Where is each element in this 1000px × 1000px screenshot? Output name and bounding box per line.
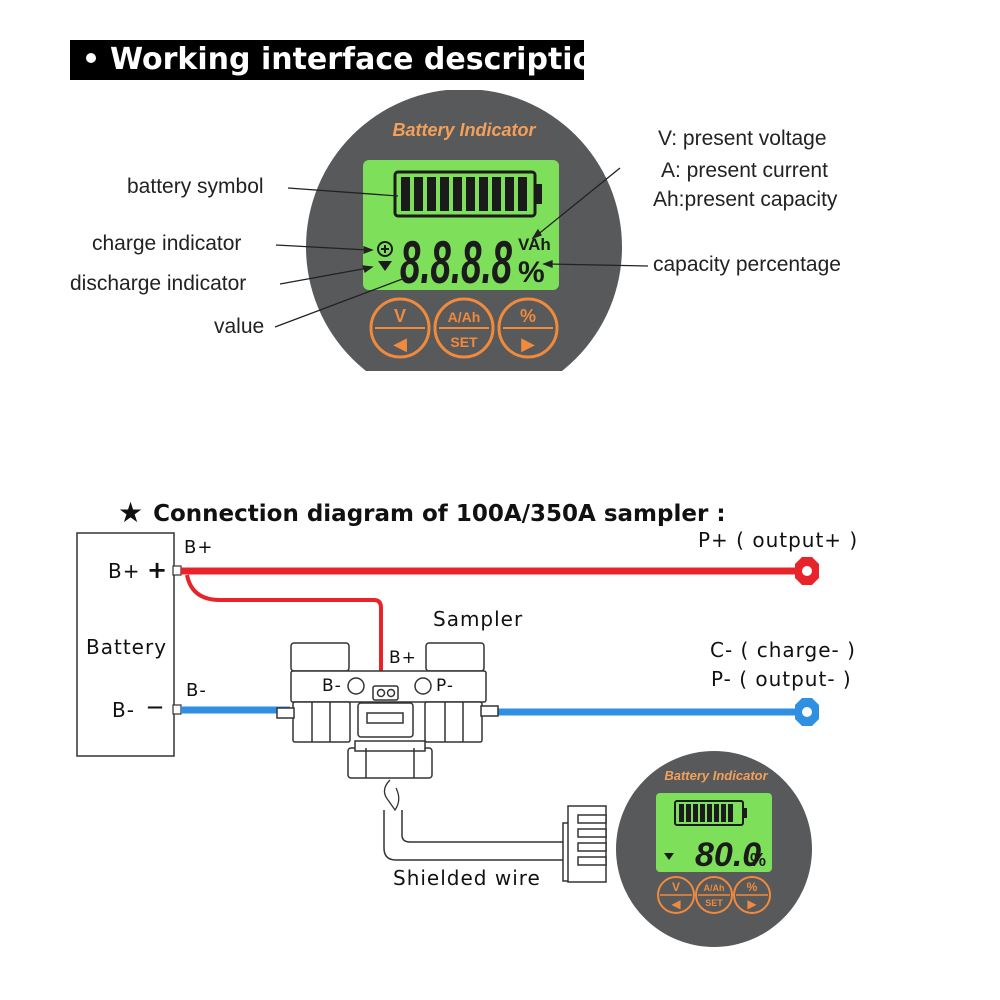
button-percent-right[interactable]: % ▶ (497, 297, 559, 359)
shielded-wire-connector (562, 805, 607, 883)
battery-b-minus-label: B- (112, 698, 135, 722)
meter-small-button-percent-label: % (747, 880, 758, 894)
charge-discharge-icon (377, 241, 393, 271)
sampler-b-minus-label: B- (322, 676, 342, 696)
left-arrow-icon: ◀ (393, 334, 407, 354)
sampler-p-minus-label: P- (436, 676, 455, 696)
battery-label: Battery (86, 635, 168, 659)
meter-small: Battery Indicator 80.0 % V ◀ A/Ah SET (616, 751, 812, 947)
callout-value: value (214, 315, 265, 338)
p-minus-output-label: P- ( output- ) (711, 667, 852, 691)
callout-charge-indicator: charge indicator (92, 232, 242, 255)
callout-battery-symbol: battery symbol (127, 175, 264, 198)
battery-box (76, 532, 175, 757)
shielded-wire-label: Shielded wire (393, 866, 541, 890)
meter-small-percent: % (750, 850, 766, 870)
callout-voltage: V: present voltage (658, 127, 827, 150)
button-set-label: SET (450, 334, 478, 350)
section-title-bar: Working interface description : (70, 40, 637, 80)
negative-wire (181, 706, 802, 716)
lcd-unit-vah: VAh (518, 235, 551, 254)
meter-brand-label: Battery Indicator (392, 120, 536, 140)
meter-top: 8.8.8.8 VAh % V ◀ A/Ah SET % ▶ Battery I… (306, 90, 622, 371)
button-v-left[interactable]: V ◀ (369, 297, 431, 359)
meter-small-reading: 80.0 (695, 836, 761, 874)
meter-small-button-percent[interactable]: % ▶ (733, 876, 771, 914)
battery-terminal-negative (172, 704, 182, 715)
sampler-shunt (276, 642, 499, 779)
lcd-unit-percent: % (518, 256, 545, 289)
button-v-label: V (394, 306, 406, 326)
battery-symbol-icon (393, 170, 542, 218)
button-percent-label: % (520, 306, 536, 326)
positive-wire (181, 567, 802, 692)
callout-capacity: Ah:present capacity (653, 188, 838, 211)
c-minus-charge-label: C- ( charge- ) (710, 638, 856, 662)
meter-small-button-a-ah-label: A/Ah (704, 883, 725, 893)
meter-small-button-set-label: SET (705, 898, 723, 908)
connection-title: ★ Connection diagram of 100A/350A sampler… (118, 495, 726, 529)
meter-small-discharge-icon (664, 853, 674, 860)
p-plus-terminal-icon (795, 557, 819, 585)
meter-small-button-v[interactable]: V ◀ (657, 876, 695, 914)
meter-small-left-arrow-icon: ◀ (671, 897, 681, 911)
bullet-icon (86, 52, 96, 63)
battery-b-plus-label: B+ (108, 559, 141, 583)
minus-sign-icon: — (147, 697, 164, 716)
battery-terminal-positive (172, 565, 182, 576)
shielded-wire-cable (383, 779, 565, 861)
button-a-ah-set[interactable]: A/Ah SET (433, 297, 495, 359)
meter-small-right-arrow-icon: ▶ (747, 897, 757, 911)
wire-b-minus-label: B- (186, 680, 207, 701)
meter-small-button-v-label: V (672, 880, 680, 894)
button-a-ah-label: A/Ah (448, 309, 481, 325)
callout-leaders (274, 167, 649, 328)
connection-title-text: Connection diagram of 100A/350A sampler … (153, 501, 726, 527)
meter-small-button-a-ah-set[interactable]: A/Ah SET (695, 876, 733, 914)
sampler-b-plus-label: B+ (389, 648, 417, 668)
p-plus-output-label: P+ ( output+ ) (698, 528, 859, 552)
plus-sign-icon: + (147, 556, 169, 584)
right-arrow-icon: ▶ (521, 334, 535, 354)
meter-small-brand-label: Battery Indicator (664, 768, 768, 783)
p-minus-terminal-icon (795, 698, 819, 726)
callout-current: A: present current (661, 159, 828, 182)
wire-b-plus-label: B+ (184, 537, 214, 558)
callout-discharge-indicator: discharge indicator (70, 272, 247, 295)
callout-capacity-percentage: capacity percentage (653, 253, 841, 276)
sampler-label: Sampler (433, 607, 524, 631)
lcd-value-digits: 8.8.8.8 (400, 229, 512, 296)
star-icon: ★ (118, 496, 144, 529)
section-title: Working interface description : (110, 42, 637, 77)
meter-small-battery-icon (674, 800, 747, 826)
